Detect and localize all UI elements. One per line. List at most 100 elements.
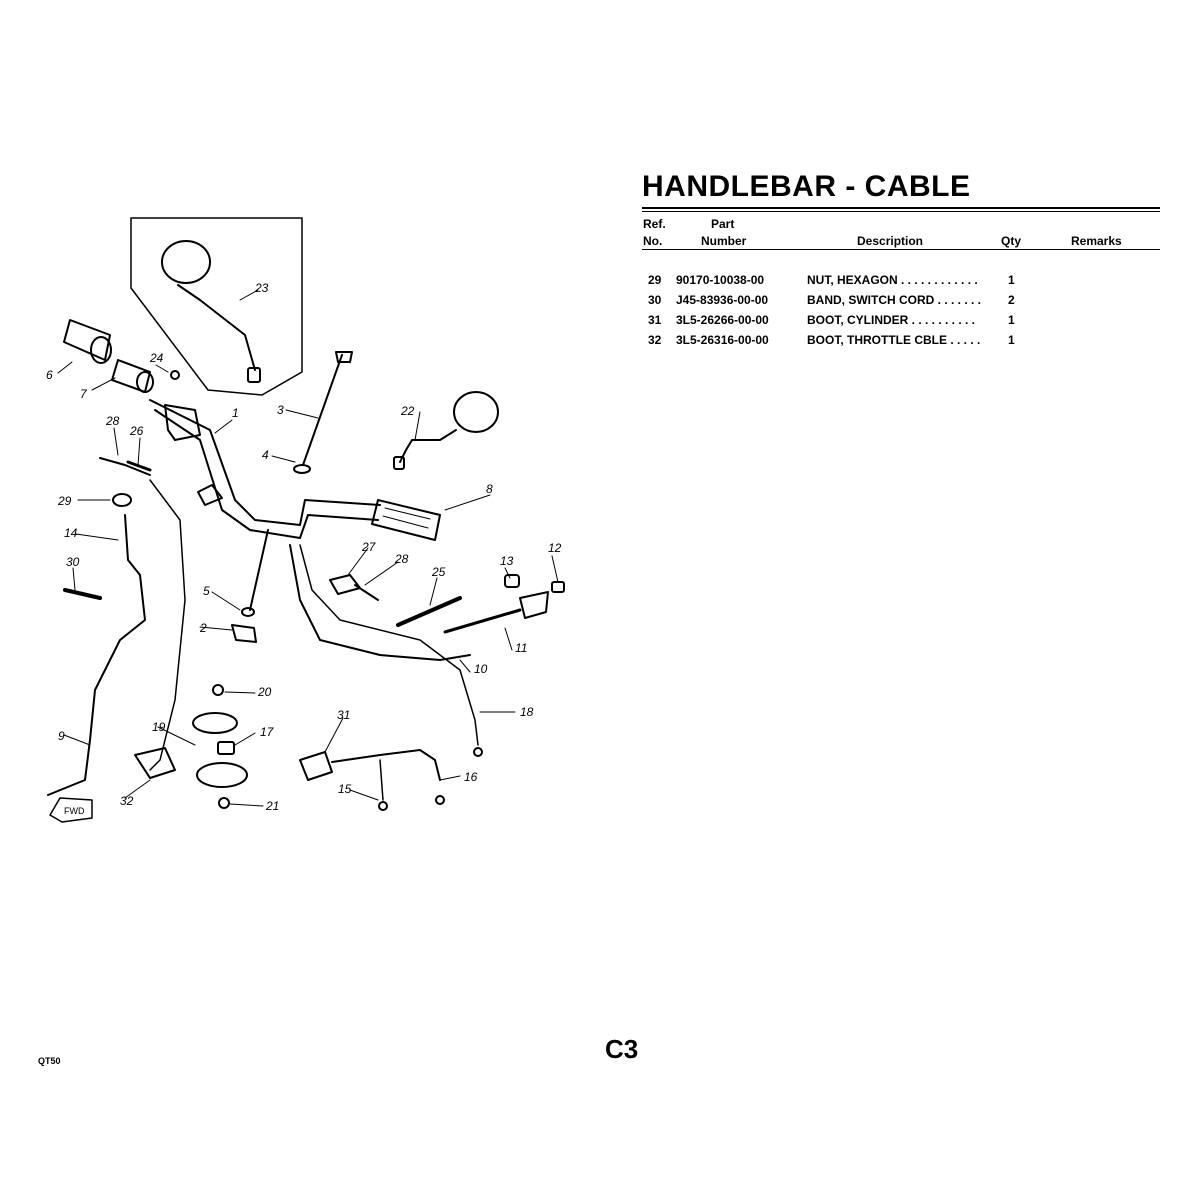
- grip-right: [371, 499, 441, 541]
- ref-number: 31: [648, 313, 662, 327]
- fwd-arrow-icon: [49, 797, 93, 823]
- callout-6: 6: [46, 368, 53, 382]
- rod-5: [249, 529, 269, 611]
- throttle-housing: [164, 404, 201, 441]
- callout-18: 18: [520, 705, 534, 719]
- callout-21: 21: [265, 799, 279, 813]
- callout-13: 13: [500, 554, 514, 568]
- callout-19: 19: [152, 720, 166, 734]
- mirror-right: [453, 391, 499, 433]
- part-17: [217, 741, 235, 755]
- grip-left: [63, 319, 111, 361]
- callout-12: 12: [548, 541, 562, 555]
- table-row: 32 3L5-26316-00-00 BOOT, THROTTLE CBLE .…: [648, 333, 1148, 351]
- mirror-stay-right: [399, 429, 457, 463]
- fwd-label: FWD: [64, 806, 85, 816]
- end-15: [378, 801, 388, 811]
- throttle-grip-end: [136, 371, 154, 393]
- callout-29: 29: [57, 494, 72, 508]
- exploded-parts-diagram: 6 7 1 2 3 4 5 8 9 10 11 12 13 14 15 16 1…: [46, 217, 565, 823]
- part-number: 3L5-26266-00-00: [676, 313, 769, 327]
- callout-28: 28: [105, 414, 120, 428]
- cable-15: [379, 759, 384, 801]
- callout-31: 31: [337, 708, 350, 722]
- part-13: [504, 574, 520, 588]
- col-header-description: Description: [857, 234, 924, 248]
- callout-32: 32: [120, 794, 134, 808]
- callout-9: 9: [58, 729, 65, 743]
- col-header-qty: Qty: [1001, 234, 1022, 248]
- cable-14: [149, 479, 186, 771]
- part-qty: 1: [1008, 333, 1015, 347]
- page-title: HANDLEBAR - CABLE: [642, 170, 971, 203]
- callout-25: 25: [431, 565, 446, 579]
- callout-10: 10: [474, 662, 488, 676]
- rod-3-head: [335, 351, 353, 363]
- col-header-part: Part: [711, 217, 735, 231]
- rod-3: [302, 354, 343, 466]
- callout-5: 5: [203, 584, 210, 598]
- table-row: 31 3L5-26266-00-00 BOOT, CYLINDER . . . …: [648, 313, 1148, 331]
- ref-number: 29: [648, 273, 662, 287]
- callout-14: 14: [64, 526, 78, 540]
- callout-1: 1: [232, 406, 239, 420]
- callout-22: 22: [400, 404, 415, 418]
- col-header-remarks: Remarks: [1071, 234, 1122, 248]
- strip-25: [396, 596, 462, 627]
- lever-28: [99, 457, 151, 476]
- block-2: [231, 624, 257, 643]
- header-rule: [642, 249, 1160, 250]
- part-number: J45-83936-00-00: [676, 293, 769, 307]
- cable-10: [289, 544, 471, 661]
- part-description: NUT, HEXAGON . . . . . . . . . . . .: [807, 273, 978, 287]
- part-qty: 1: [1008, 313, 1015, 327]
- callout-11: 11: [515, 641, 527, 655]
- callout-15: 15: [338, 782, 352, 796]
- col-header-no: No.: [643, 234, 663, 248]
- leader-lines: [57, 289, 559, 807]
- grip-left-end: [90, 336, 112, 364]
- throttle-grip: [111, 359, 151, 393]
- callout-20: 20: [257, 685, 272, 699]
- title-rule: [642, 207, 1160, 209]
- part-number: 90170-10038-00: [676, 273, 765, 287]
- carb-body: [196, 762, 248, 788]
- spring-11: [443, 608, 522, 634]
- callout-24: 24: [149, 351, 164, 365]
- cable-18: [299, 544, 479, 746]
- callout-23: 23: [254, 281, 269, 295]
- handlebar-upper: [149, 399, 381, 526]
- part-28-right: [354, 584, 379, 601]
- bolt-21: [218, 797, 230, 809]
- cable-16: [331, 749, 441, 781]
- callout-2: 2: [199, 621, 207, 635]
- band-30: [63, 588, 102, 600]
- cable-9: [47, 514, 146, 796]
- nut-5: [241, 607, 255, 617]
- ref-number: 30: [648, 293, 662, 307]
- screw-24: [170, 370, 180, 380]
- end-18: [473, 747, 483, 757]
- part-12: [551, 581, 565, 593]
- mirror-nut-left: [247, 367, 261, 383]
- grip-right-pattern: [382, 507, 431, 529]
- callout-17: 17: [260, 725, 275, 739]
- boot-32: [134, 747, 176, 779]
- table-row: 30 J45-83936-00-00 BAND, SWITCH CORD . .…: [648, 293, 1148, 311]
- bracket-12: [519, 591, 549, 619]
- adjuster-26: [126, 460, 152, 472]
- handlebar-clamp: [197, 484, 223, 506]
- callout-28-right: 28: [394, 552, 409, 566]
- col-header-number: Number: [701, 234, 747, 248]
- callout-numbers: 6 7 1 2 3 4 5 8 9 10 11 12 13 14 15 16 1…: [46, 281, 562, 816]
- carb-cap-19: [192, 712, 238, 734]
- bolt-20: [212, 684, 224, 696]
- callout-16: 16: [464, 770, 478, 784]
- mirror-left: [161, 240, 211, 284]
- part-description: BAND, SWITCH CORD . . . . . . .: [807, 293, 981, 307]
- part-description: BOOT, THROTTLE CBLE . . . . .: [807, 333, 981, 347]
- mirror-inset-box: [130, 217, 303, 396]
- part-number: 3L5-26316-00-00: [676, 333, 769, 347]
- callout-7: 7: [80, 387, 88, 401]
- ref-number: 32: [648, 333, 662, 347]
